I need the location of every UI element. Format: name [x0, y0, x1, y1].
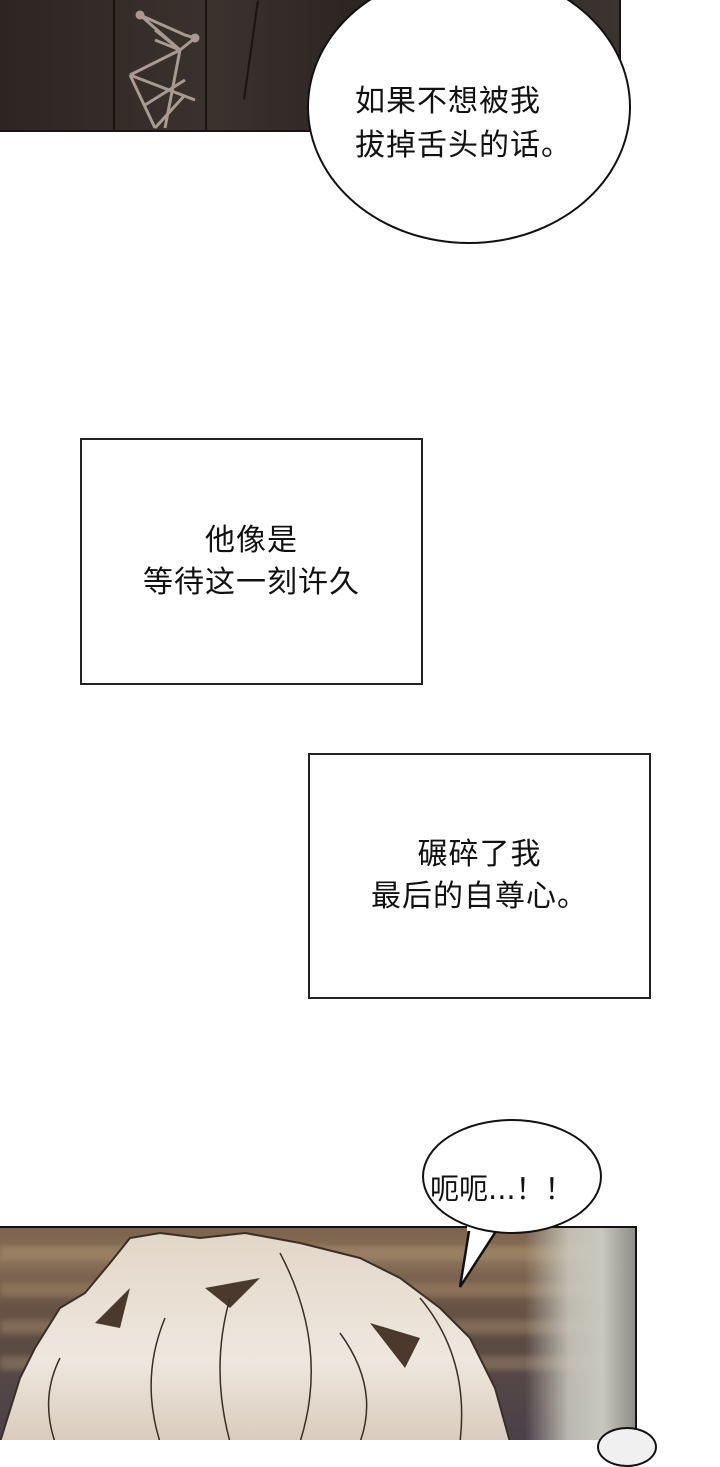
caption-line: 碾碎了我	[417, 837, 542, 872]
caption-line: 最后的自尊心。	[371, 879, 588, 914]
comic-panel-hair	[0, 1226, 637, 1440]
cloth-fold	[205, 0, 207, 130]
bubble-line: 如果不想被我	[355, 84, 541, 119]
narration-caption-box: 他像是 等待这一刻许久	[80, 438, 423, 685]
narration-caption-box: 碾碎了我 最后的自尊心。	[308, 753, 651, 999]
cloth-fold	[113, 0, 115, 130]
curtain	[525, 1228, 635, 1440]
speech-bubble	[422, 1119, 602, 1234]
speech-bubble-partial	[597, 1427, 657, 1467]
speech-bubble-text: 呃呃...！！	[430, 1172, 574, 1206]
lace-icon	[128, 10, 200, 130]
caption-line: 他像是	[205, 522, 298, 558]
bubble-line: 拔掉舌头的话。	[355, 128, 572, 163]
speech-bubble	[307, 0, 631, 244]
caption-line: 等待这一刻许久	[143, 564, 360, 600]
speech-bubble-tail	[458, 1225, 503, 1288]
hair-illustration	[0, 1231, 511, 1440]
cloth-fold	[243, 0, 259, 100]
speech-bubble-text: 如果不想被我 拔掉舌头的话。	[355, 80, 595, 168]
